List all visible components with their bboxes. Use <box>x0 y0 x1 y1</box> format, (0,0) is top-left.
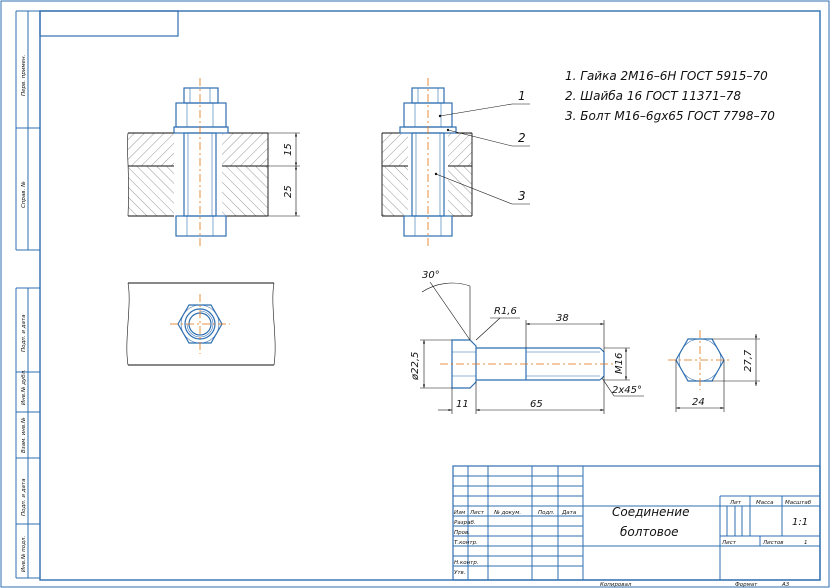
tb-format: Формат <box>735 582 758 588</box>
dim-head-h: 11 <box>456 399 469 410</box>
tb-masshtab: Масштаб <box>785 500 812 506</box>
left-margin-stamp: Перв. примен. Справ. № Подп. и дата Инв.… <box>15 10 40 579</box>
tb-scale-value: 1:1 <box>792 517 808 528</box>
tb-col-list: Лист <box>469 510 485 516</box>
dim-chamfer: 2х45° <box>612 385 642 396</box>
title-block: Изм Лист № докум. Подп. Дата Разраб. Про… <box>452 465 821 588</box>
side-label-podp2: Подп. и дата <box>21 478 27 516</box>
dim-length: 65 <box>530 399 543 410</box>
section-view-left: 15 25 <box>127 78 300 246</box>
tb-title-line1: Соединение <box>612 505 689 519</box>
tb-col-data: Дата <box>561 510 577 516</box>
dim-thread-len: 38 <box>556 313 569 324</box>
dim-25: 25 <box>283 185 294 198</box>
inner-frame <box>39 10 821 581</box>
section-view-right: 1 2 3 <box>381 78 530 246</box>
spec-item-3: 3. Болт М16–6gх65 ГОСТ 7798–70 <box>565 109 775 123</box>
spec-item-2: 2. Шайба 16 ГОСТ 11371–78 <box>565 89 741 103</box>
tb-lit: Лит <box>729 500 742 506</box>
hex-end-view: 27,7 24 <box>668 330 760 412</box>
tb-col-izm: Изм <box>454 510 465 516</box>
dim-15: 15 <box>283 143 294 156</box>
tb-row-tkontr: Т.контр. <box>454 540 478 546</box>
specification-list: 1. Гайка 2М16–6Н ГОСТ 5915–70 2. Шайба 1… <box>565 69 775 123</box>
tb-col-doc: № докум. <box>493 510 521 516</box>
side-label-vzam: Взам. инв.№ <box>21 417 27 453</box>
tb-listov: Листов <box>762 540 784 546</box>
tb-format-value: А3 <box>781 582 790 588</box>
tb-row-razrab: Разраб. <box>454 520 476 526</box>
tb-kopiroval: Копировал <box>600 582 632 588</box>
spec-item-1: 1. Гайка 2М16–6Н ГОСТ 5915–70 <box>565 69 768 83</box>
dim-angle: 30° <box>422 270 440 281</box>
tb-row-nkontr: Н.контр. <box>454 560 479 566</box>
dim-thread: М16 <box>614 353 625 374</box>
dim-radius: R1,6 <box>494 306 517 317</box>
leader-3: 3 <box>518 189 526 203</box>
top-view <box>126 282 276 366</box>
side-label-inv-podl: Инв.№ подл. <box>21 536 27 572</box>
tb-list: Лист <box>721 540 737 546</box>
dim-wrench: 24 <box>692 397 705 408</box>
top-left-box <box>39 10 179 37</box>
leader-2: 2 <box>518 131 526 145</box>
side-label-podp1: Подп. и дата <box>21 314 27 352</box>
side-label-sprav: Справ. № <box>21 181 27 208</box>
leader-1: 1 <box>518 89 526 103</box>
bolt-detail: 30° R1,6 38 М16 2х45° ø22,5 11 65 <box>410 270 644 414</box>
tb-row-prov: Пров. <box>454 530 470 536</box>
dim-head-dia: ø22,5 <box>410 352 421 381</box>
tb-massa: Масса <box>756 500 774 506</box>
tb-listov-value: 1 <box>804 540 808 546</box>
side-label-inv-dubl: Инв.№ дубл. <box>21 369 27 405</box>
tb-col-podp: Подп. <box>538 510 555 516</box>
tb-row-utv: Утв. <box>454 570 466 576</box>
tb-title-line2: болтовое <box>620 525 679 539</box>
dim-width: 27,7 <box>743 349 754 372</box>
side-label-perv: Перв. примен. <box>21 54 27 96</box>
